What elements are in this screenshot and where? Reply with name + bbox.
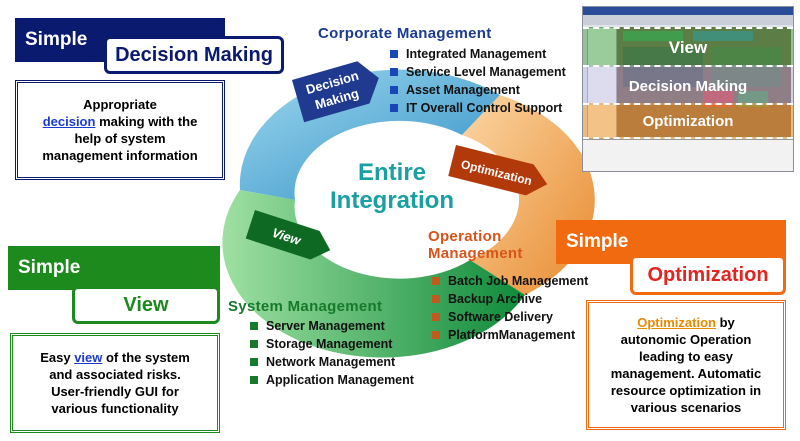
corporate-management-title: Corporate Management xyxy=(318,25,492,42)
optimization-title-box: Optimization xyxy=(630,255,786,295)
overlay-optimization-label: Optimization xyxy=(642,112,734,130)
view-title: View xyxy=(123,293,169,316)
operation-item: Batch Job Management xyxy=(432,272,588,290)
operation-item: Software Delivery xyxy=(432,308,588,326)
decision-desc-post: making with the help of system managemen… xyxy=(42,114,198,163)
center-label-line2: Integration xyxy=(330,187,454,214)
corporate-item: IT Overall Control Support xyxy=(390,99,566,117)
overlay-optimization-band: Optimization xyxy=(583,103,793,139)
corporate-item: Asset Management xyxy=(390,81,566,99)
decision-description-box: Appropriate decision making with the hel… xyxy=(15,80,225,180)
app-screenshot-thumbnail: View Decision Making Optimization xyxy=(582,6,794,172)
system-item: Server Management xyxy=(250,317,414,335)
view-desc-link[interactable]: view xyxy=(74,350,103,365)
system-item: Network Management xyxy=(250,353,414,371)
optimization-simple-label: Simple xyxy=(566,231,629,252)
system-item: Storage Management xyxy=(250,335,414,353)
view-desc-pre: Easy xyxy=(40,350,75,365)
system-item: Application Management xyxy=(250,371,414,389)
thumbnail-titlebar xyxy=(583,7,793,15)
overlay-view-label: View xyxy=(668,38,708,57)
decision-desc-pre: Appropriate xyxy=(83,97,157,112)
operation-management-list: Batch Job Management Backup Archive Soft… xyxy=(432,272,588,344)
overlay-decision-label: Decision Making xyxy=(628,77,748,95)
system-management-list: Server Management Storage Management Net… xyxy=(250,317,414,389)
corporate-item: Integrated Management xyxy=(390,45,566,63)
overlay-decision-band: Decision Making xyxy=(583,65,793,105)
thumbnail-bottom-table xyxy=(583,139,793,171)
view-simple-tab: Simple xyxy=(8,246,220,290)
center-label-line1: Entire xyxy=(358,159,426,186)
corporate-management-list: Integrated Management Service Level Mana… xyxy=(390,45,566,117)
operation-management-title: Operation Management xyxy=(428,228,523,262)
view-arrow: View xyxy=(245,210,331,260)
optimization-description-box: Optimization by autonomic Operation lead… xyxy=(586,300,786,430)
overlay-view-band: View xyxy=(583,27,793,67)
optimization-desc-link[interactable]: Optimization xyxy=(637,315,716,330)
decision-making-arrow: Decision Making xyxy=(292,61,379,123)
thumbnail-toolbar xyxy=(583,15,793,25)
decision-title: Decision Making xyxy=(115,43,273,66)
decision-simple-label: Simple xyxy=(25,29,88,50)
operation-item: Backup Archive xyxy=(432,290,588,308)
view-desc-post: of the system and associated risks. User… xyxy=(49,350,190,416)
decision-title-box: Decision Making xyxy=(104,36,284,74)
view-simple-label: Simple xyxy=(18,257,81,278)
system-management-title: System Management xyxy=(228,298,383,315)
decision-desc-link[interactable]: decision xyxy=(42,114,96,129)
optimization-title: Optimization xyxy=(647,263,769,286)
operation-item: PlatformManagement xyxy=(432,326,588,344)
view-title-box: View xyxy=(72,286,220,324)
optimization-desc-post: by autonomic Operation leading to easy m… xyxy=(610,315,762,415)
corporate-item: Service Level Management xyxy=(390,63,566,81)
view-description-box: Easy view of the system and associated r… xyxy=(10,333,220,433)
